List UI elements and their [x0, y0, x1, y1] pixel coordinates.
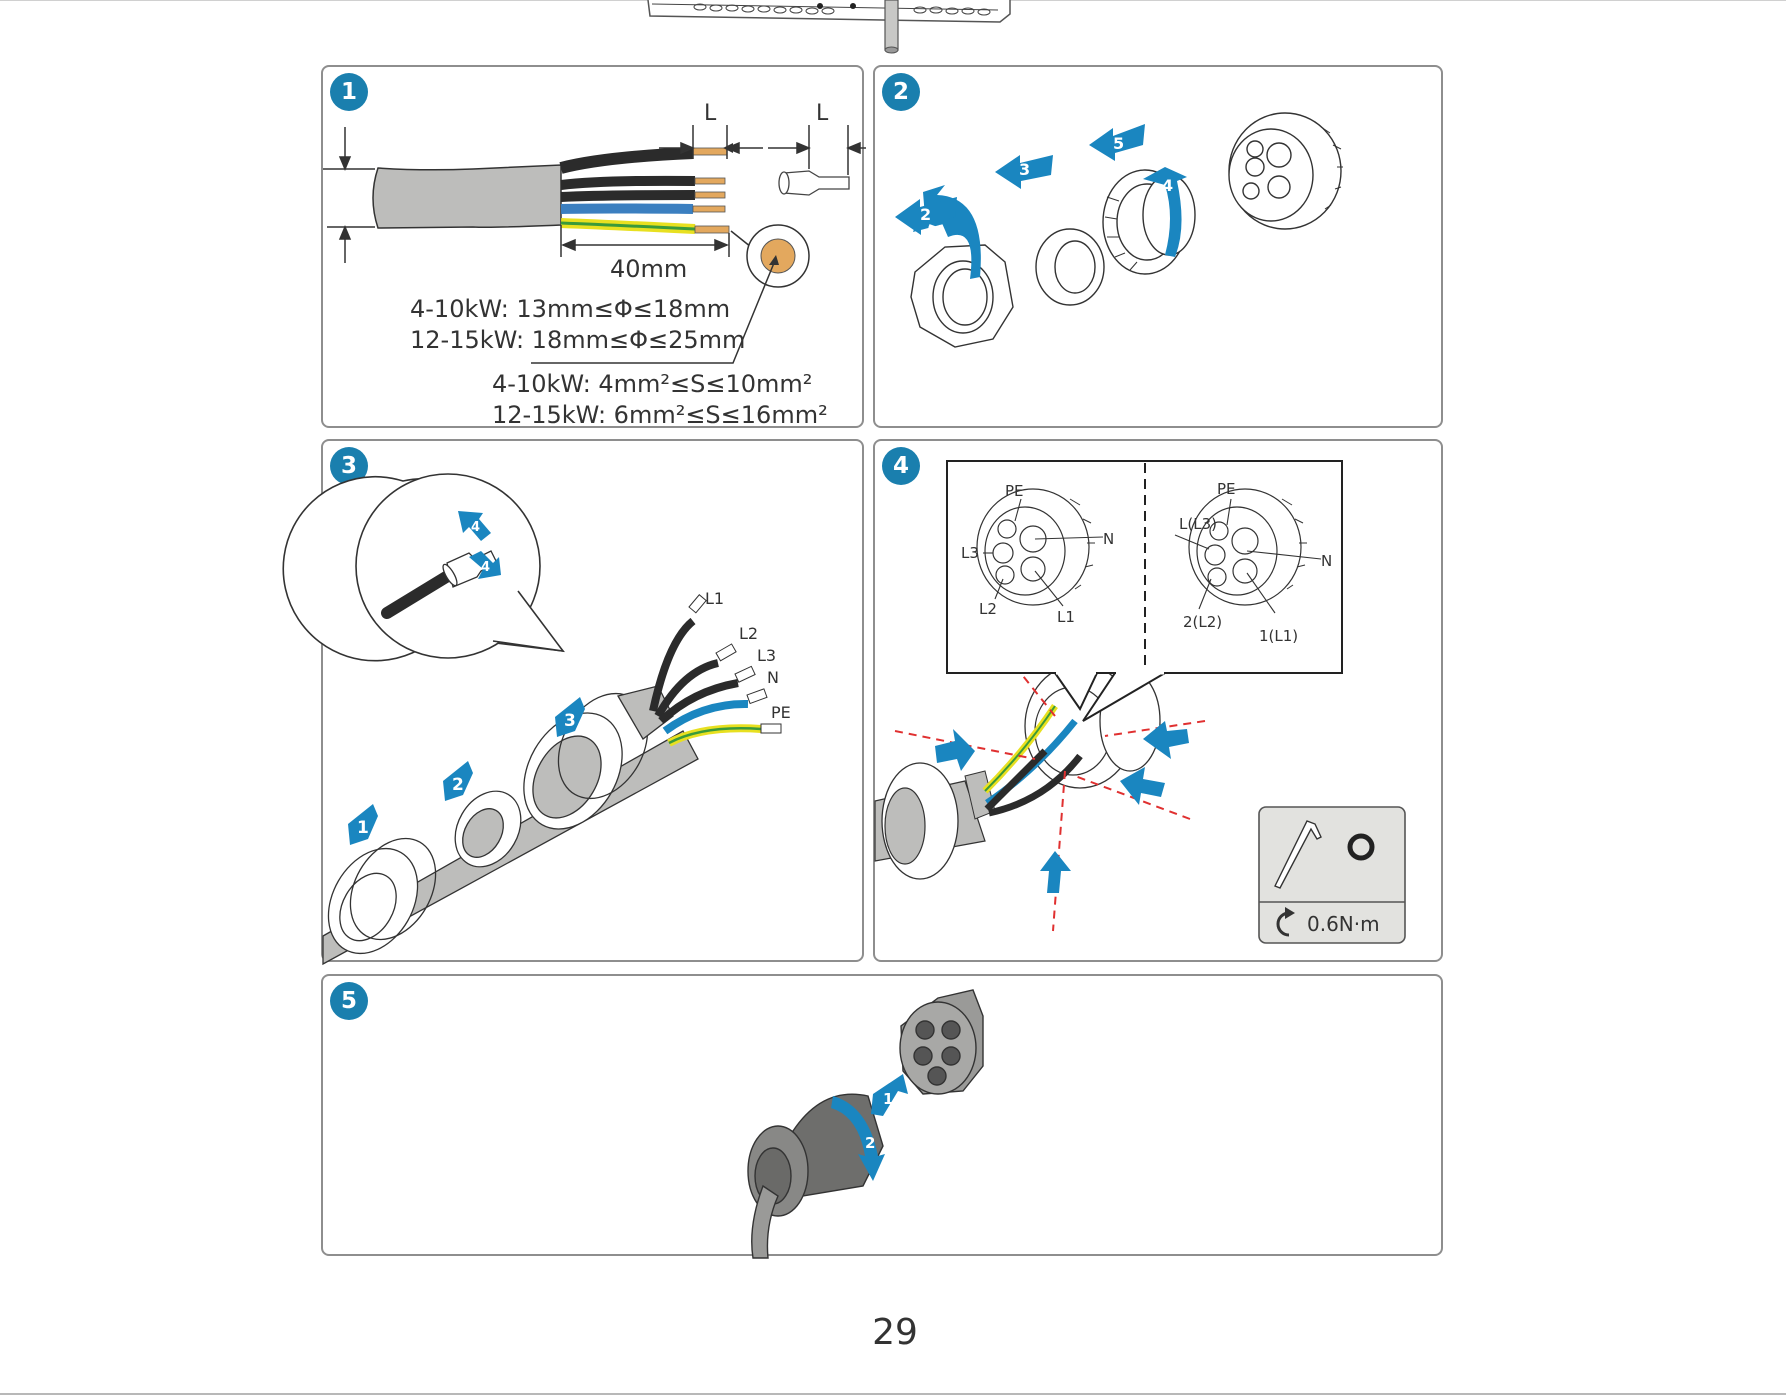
wire-label-n: N — [767, 668, 779, 687]
ferrule-icon — [778, 170, 850, 196]
claw-body — [523, 685, 674, 830]
step-2-panel: 2 — [873, 65, 1443, 428]
move-arrow-5 — [1089, 124, 1145, 161]
crimp-arrow-label: 4 — [481, 560, 490, 575]
arrow-label: 2 — [920, 205, 931, 224]
seal-ring — [1035, 228, 1105, 306]
rotate-arrow-4 — [1143, 167, 1187, 257]
slide-arrow-label: 2 — [452, 775, 464, 795]
wires — [559, 147, 730, 234]
arrow-label: 1 — [883, 1090, 893, 1108]
cross-section-callout — [531, 224, 810, 364]
pin-label-l2: L2 — [979, 600, 997, 618]
connector-face-left — [976, 488, 1095, 606]
torque-value: 0.6N·m — [1307, 912, 1380, 936]
connector-mating-diagram: 1 2 — [747, 989, 984, 1259]
hex-socket-icon — [1347, 833, 1375, 861]
step-1-panel: 1 — [321, 65, 866, 429]
wire-label-l2: L2 — [739, 624, 758, 643]
crimp-arrows — [458, 511, 501, 579]
step-badge: 4 — [882, 447, 920, 485]
page-bottom-edge — [0, 1393, 1786, 1395]
hex-key-icon — [1274, 820, 1322, 889]
wire-label-l3: L3 — [757, 646, 776, 665]
pin-label-pe: PE — [1005, 482, 1024, 500]
arrow-label: 2 — [865, 1134, 875, 1152]
pin-label-2-l2: 2(L2) — [1183, 613, 1222, 631]
rotate-clockwise-icon — [1276, 907, 1295, 937]
pin-label-1-l1: 1(L1) — [1259, 627, 1298, 645]
cable-strip-diagram: L L 40mm — [323, 101, 866, 429]
tool-spec-box: 0.6N·m — [1258, 806, 1406, 944]
sheath-strip-label: 40mm — [610, 255, 687, 283]
cross-section-range-2: 12-15kW: 6mm²≤S≤16mm² — [492, 401, 828, 429]
step-badge: 2 — [882, 73, 920, 111]
action-arrows — [895, 124, 1187, 279]
page-number: 29 — [872, 1312, 918, 1353]
press-arrows — [935, 721, 1189, 893]
insert-arrow-1 — [871, 1074, 908, 1116]
pin-label-l1: L1 — [1057, 608, 1075, 626]
seal-ring — [454, 790, 522, 868]
arrow-label: 4 — [1162, 176, 1173, 195]
step-4-panel: 4 — [873, 439, 1443, 962]
connector-insert — [1228, 112, 1343, 230]
diameter-range-1: 4-10kW: 13mm≤Φ≤18mm — [410, 295, 730, 323]
inverter-illustration — [647, 0, 1011, 54]
step-badge: 1 — [330, 73, 368, 111]
slide-arrow-label: 1 — [357, 818, 369, 838]
ferrule-length-dimension — [768, 125, 866, 175]
wire-end — [381, 568, 457, 619]
wire-label-l1: L1 — [705, 589, 724, 608]
arrow-label: 3 — [1019, 160, 1030, 179]
pin-label-n: N — [1321, 552, 1332, 570]
step-5-panel: 5 1 2 — [321, 974, 1443, 1259]
wire-label-pe: PE — [771, 703, 791, 722]
cable-sheath — [372, 164, 562, 229]
pinout-inset: PE L3 N L2 L1 PE L(L3) N — [946, 460, 1343, 722]
move-arrow-3 — [995, 155, 1053, 189]
conductors — [649, 617, 762, 747]
pin-label-l-l3: L(L3) — [1179, 515, 1217, 533]
diameter-dimension — [323, 127, 375, 263]
ferrule-length-label: L — [816, 101, 829, 126]
step-badge: 5 — [330, 982, 368, 1020]
slide-arrows — [348, 697, 585, 845]
sheath-strip-dimension — [560, 225, 730, 257]
ferrules — [688, 594, 782, 734]
connector-face-right — [1188, 488, 1307, 606]
step-3-panel: 3 4 4 — [282, 439, 864, 966]
pin-label-l3: L3 — [961, 544, 979, 562]
cable-threading-diagram: 4 4 — [282, 473, 791, 966]
connector-disassembly-diagram: 1 2 3 4 5 — [895, 112, 1343, 348]
action-arrows — [831, 1074, 908, 1181]
sealing-nut — [910, 244, 1014, 348]
arrow-label: 5 — [1113, 134, 1124, 153]
slide-arrow-label: 3 — [564, 711, 576, 731]
diameter-range-2: 12-15kW: 18mm≤Φ≤25mm — [410, 326, 745, 354]
strip-length-label: L — [704, 101, 717, 126]
pin-label-pe: PE — [1217, 480, 1236, 498]
rotate-arrow-2 — [831, 1096, 885, 1181]
inverter-socket — [899, 989, 984, 1095]
wire-labels: L1 L2 L3 N PE — [705, 589, 791, 722]
wire-connection-diagram: PE L3 N L2 L1 PE L(L3) N — [874, 460, 1406, 944]
cross-section-range-1: 4-10kW: 4mm²≤S≤10mm² — [492, 370, 812, 398]
move-arrow-2b — [895, 197, 957, 235]
sealing-nut — [327, 837, 437, 955]
pin-label-n: N — [1103, 530, 1114, 548]
strip-length-dimension — [659, 125, 763, 159]
claw-body — [1102, 169, 1196, 275]
crimp-arrow-label: 4 — [471, 520, 480, 535]
